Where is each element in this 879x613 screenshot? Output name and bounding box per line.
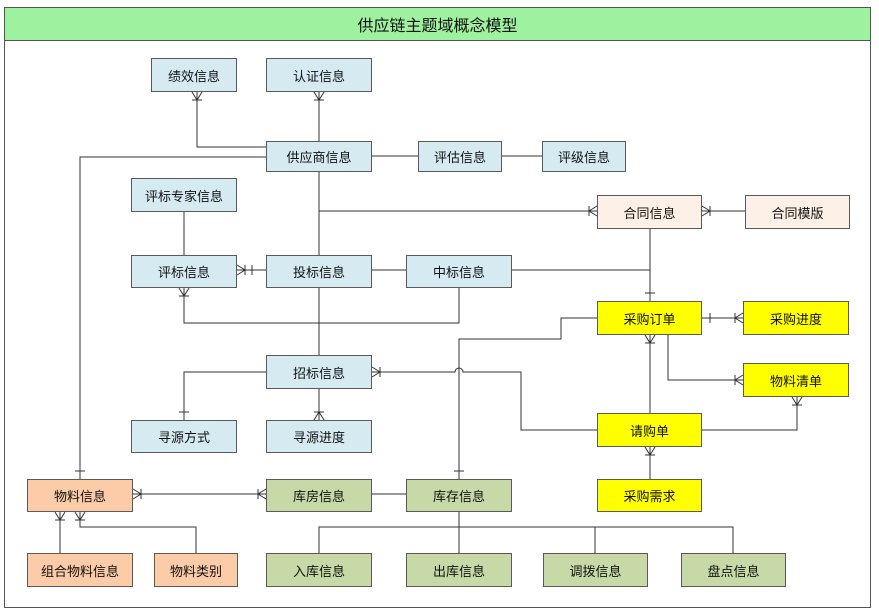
diagram-title: 供应链主题域概念模型 (4, 7, 871, 41)
link-perf-supplier (196, 92, 266, 148)
link-evaluate-win (183, 288, 460, 324)
node-supplier[interactable]: 供应商信息 (266, 141, 372, 172)
link-po-bom (667, 335, 743, 381)
node-demand[interactable]: 采购需求 (597, 479, 702, 512)
node-perf[interactable]: 绩效信息 (151, 58, 237, 92)
cardinality-markers (54, 91, 803, 521)
link-bom-req (702, 397, 798, 431)
node-sprogress[interactable]: 寻源进度 (266, 420, 372, 453)
node-bid[interactable]: 投标信息 (266, 255, 372, 288)
node-template[interactable]: 合同模版 (745, 195, 850, 229)
node-contract[interactable]: 合同信息 (597, 195, 702, 229)
link-tender-source (183, 371, 266, 420)
node-transfer[interactable]: 调拨信息 (543, 553, 648, 587)
link-supplier-material (79, 156, 266, 479)
node-po[interactable]: 采购订单 (597, 301, 702, 335)
link-stock-children (318, 512, 734, 553)
node-source[interactable]: 寻源方式 (131, 420, 237, 453)
node-tender[interactable]: 招标信息 (266, 355, 372, 389)
node-experts[interactable]: 评标专家信息 (131, 178, 237, 212)
link-po-stock (458, 317, 597, 479)
node-outbound[interactable]: 出库信息 (406, 553, 512, 587)
node-warehouse[interactable]: 库房信息 (266, 479, 372, 512)
node-req[interactable]: 请购单 (597, 413, 702, 447)
link-material-category (79, 512, 197, 553)
node-category[interactable]: 物料类别 (154, 553, 238, 587)
node-combo[interactable]: 组合物料信息 (27, 553, 133, 587)
node-grade[interactable]: 评级信息 (542, 141, 626, 172)
node-inbound[interactable]: 入库信息 (266, 553, 372, 587)
node-material[interactable]: 物料信息 (27, 479, 133, 512)
node-bom[interactable]: 物料清单 (743, 363, 849, 397)
node-win[interactable]: 中标信息 (406, 255, 512, 288)
link-tender-req (372, 367, 597, 431)
node-cert[interactable]: 认证信息 (266, 58, 372, 92)
node-stock[interactable]: 库存信息 (406, 479, 512, 512)
node-evaluate[interactable]: 评标信息 (131, 255, 237, 288)
node-progress[interactable]: 采购进度 (743, 301, 849, 335)
node-assess[interactable]: 评估信息 (418, 141, 502, 172)
node-count[interactable]: 盘点信息 (681, 553, 786, 587)
